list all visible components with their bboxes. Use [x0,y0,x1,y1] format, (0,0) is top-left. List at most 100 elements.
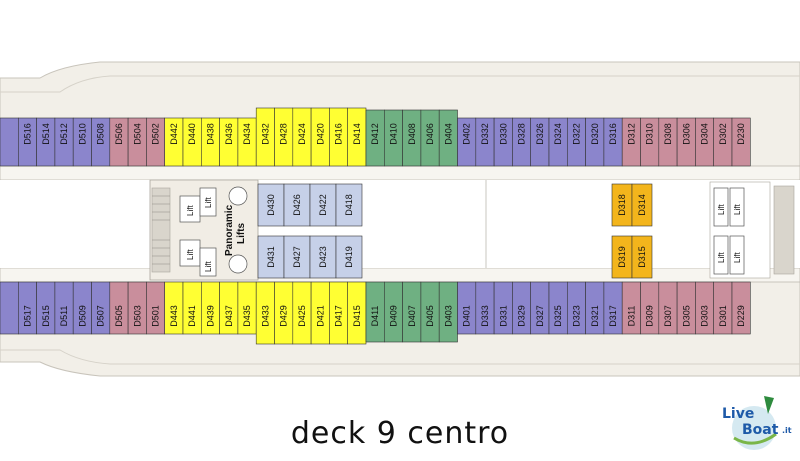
cabin-number: D229 [736,305,746,327]
lifts-label: Lifts [236,222,247,244]
lift-label: Lift [204,197,213,208]
cabin-number: D321 [590,305,600,327]
cabin-number: D435 [242,305,252,327]
cabin[interactable] [631,183,653,227]
cabin-number: D409 [388,305,398,327]
cabin-number: D503 [132,305,142,327]
cabin-number: D329 [517,305,527,327]
cabin-number: D420 [315,123,325,145]
lift-lobby: Lift Lift Lift Lift Panoramic Lifts [149,179,259,281]
cabin-number: D510 [77,123,87,145]
cabin-number: D317 [608,305,618,327]
cabin-number: D439 [205,305,215,327]
cabin-number: D315 [637,246,647,268]
cabin-number: D408 [407,123,417,145]
cabin-number: D301 [718,305,728,327]
cabin-number: D430 [266,194,276,216]
cabin-number: D328 [517,123,527,145]
cabin-number: D421 [315,305,325,327]
cabin[interactable] [309,235,337,279]
lift-label: Lift [186,205,195,216]
cabin-number: D437 [224,305,234,327]
cabin-number: D508 [96,123,106,145]
cabin-number: D331 [498,305,508,327]
cabin-number: D424 [297,123,307,145]
cabin-number: D417 [334,305,344,327]
lift-label: Lift [717,252,726,263]
cabin-number: D332 [480,123,490,145]
cabin-number: D405 [425,305,435,327]
cabin-number: D322 [571,123,581,145]
lift-label: Lift [717,204,726,215]
deck-title: deck 9 centro [290,416,510,451]
cabin-number: D304 [700,123,710,145]
cabin-number: D509 [77,305,87,327]
cabin-number: D425 [297,305,307,327]
cabin-number: D309 [645,305,655,327]
cabin-number: D312 [626,123,636,145]
cabin-number: D418 [344,194,354,216]
cabin-number: D442 [169,123,179,145]
liveboat-logo-icon [732,396,777,450]
cabin[interactable] [0,281,19,335]
cabin-number: D512 [59,123,69,145]
cabin-number: D410 [388,123,398,145]
cabin-number: D230 [736,123,746,145]
cabin-number: D501 [151,305,161,327]
stairs-right [773,185,795,275]
cabin-number: D441 [187,305,197,327]
cabin-number: D412 [370,123,380,145]
cabin-number: D504 [132,123,142,145]
cabin[interactable] [335,183,363,227]
cabin-number: D318 [617,194,627,216]
cabin-number: D514 [41,123,51,145]
cabin-number: D303 [700,305,710,327]
cabin-number: D432 [260,123,270,145]
cabin[interactable] [0,117,19,167]
cabin[interactable] [731,117,751,167]
cabin-number: D505 [114,305,124,327]
cabin-number: D406 [425,123,435,145]
cabin-number: D427 [292,246,302,268]
cabin-number: D507 [96,305,106,327]
cabin-number: D314 [637,194,647,216]
cabin-number: D516 [22,123,32,145]
cabin[interactable] [335,235,363,279]
cabin[interactable] [631,235,653,279]
cabin-number: D419 [344,246,354,268]
corridor-bottom [0,267,800,283]
cabin-number: D407 [407,305,417,327]
cabin-number: D414 [352,123,362,145]
cabin-number: D306 [681,123,691,145]
corridor-top [0,165,800,181]
cabin[interactable] [731,281,751,335]
cabin-number: D416 [334,123,344,145]
cabin-number: D325 [553,305,563,327]
cabin-number: D326 [535,123,545,145]
cabin-number: D330 [498,123,508,145]
cabin[interactable] [283,235,311,279]
cabin-number: D502 [151,123,161,145]
cabin[interactable] [257,183,285,227]
cabin-number: D436 [224,123,234,145]
cabin-number: D443 [169,305,179,327]
lift-label: Lift [204,261,213,272]
cabin-number: D311 [626,306,636,327]
cabin-number: D401 [462,305,472,327]
cabin-number: D422 [318,194,328,216]
cabin-number: D428 [279,123,289,145]
stairs-lines [152,195,170,265]
logo-text-live: Live [722,406,755,422]
hull-inner-line [0,75,800,93]
cabin[interactable] [257,235,285,279]
cabin-number: D411 [370,306,380,327]
right-lift-lobby: Lift Lift Lift Lift [709,181,795,279]
cabin-number: D327 [535,305,545,327]
cabin-number: D438 [205,123,215,145]
cabin-number: D511 [59,306,69,327]
cabin-number: D431 [266,246,276,268]
